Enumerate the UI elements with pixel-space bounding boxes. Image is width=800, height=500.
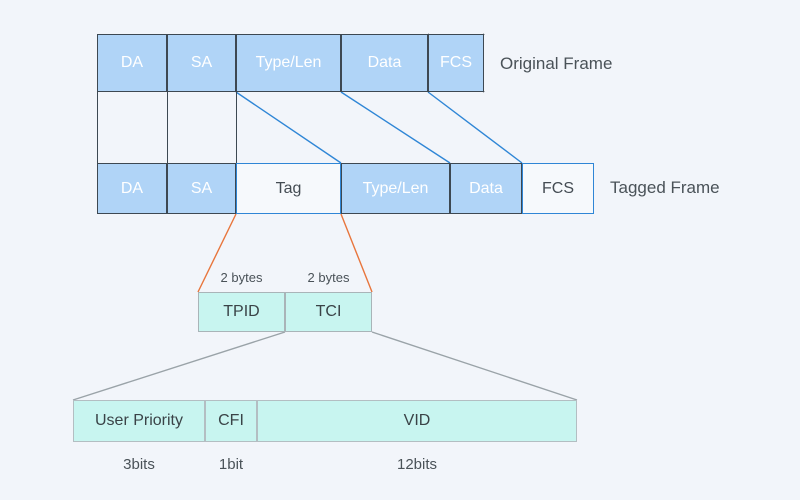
original-field-fcs[interactable]: FCS	[428, 34, 484, 92]
tci-field-vid[interactable]: VID	[257, 400, 577, 442]
middle-divider-left	[97, 92, 98, 163]
middle-divider-sa-typelen	[236, 92, 237, 163]
tagged-frame-label: Tagged Frame	[610, 178, 720, 197]
tagged-field-typelen[interactable]: Type/Len	[341, 163, 450, 214]
original-field-sa[interactable]: SA	[167, 34, 236, 92]
tagged-field-da[interactable]: DA	[97, 163, 167, 214]
tci-size-label: 2 bytes	[307, 270, 350, 285]
original-field-typelen[interactable]: Type/Len	[236, 34, 341, 92]
tagged-field-sa[interactable]: SA	[167, 163, 236, 214]
vid-size-label: 12bits	[396, 456, 438, 473]
original-field-data[interactable]: Data	[341, 34, 428, 92]
original-frame-label: Original Frame	[500, 54, 613, 73]
tci-field-cfi[interactable]: CFI	[205, 400, 257, 442]
tci-field-user-priority[interactable]: User Priority	[73, 400, 205, 442]
cfi-size-label: 1bit	[218, 456, 244, 473]
original-field-da[interactable]: DA	[97, 34, 167, 92]
tagged-field-fcs[interactable]: FCS	[522, 163, 594, 214]
tag-detail-field-tpid[interactable]: TPID	[198, 292, 285, 332]
tagged-field-data[interactable]: Data	[450, 163, 522, 214]
tag-detail-field-tci[interactable]: TCI	[285, 292, 372, 332]
user-priority-size-label: 3bits	[123, 456, 155, 473]
tpid-size-label: 2 bytes	[220, 270, 263, 285]
middle-divider-da-sa	[167, 92, 168, 163]
tagged-field-tag[interactable]: Tag	[236, 163, 341, 214]
